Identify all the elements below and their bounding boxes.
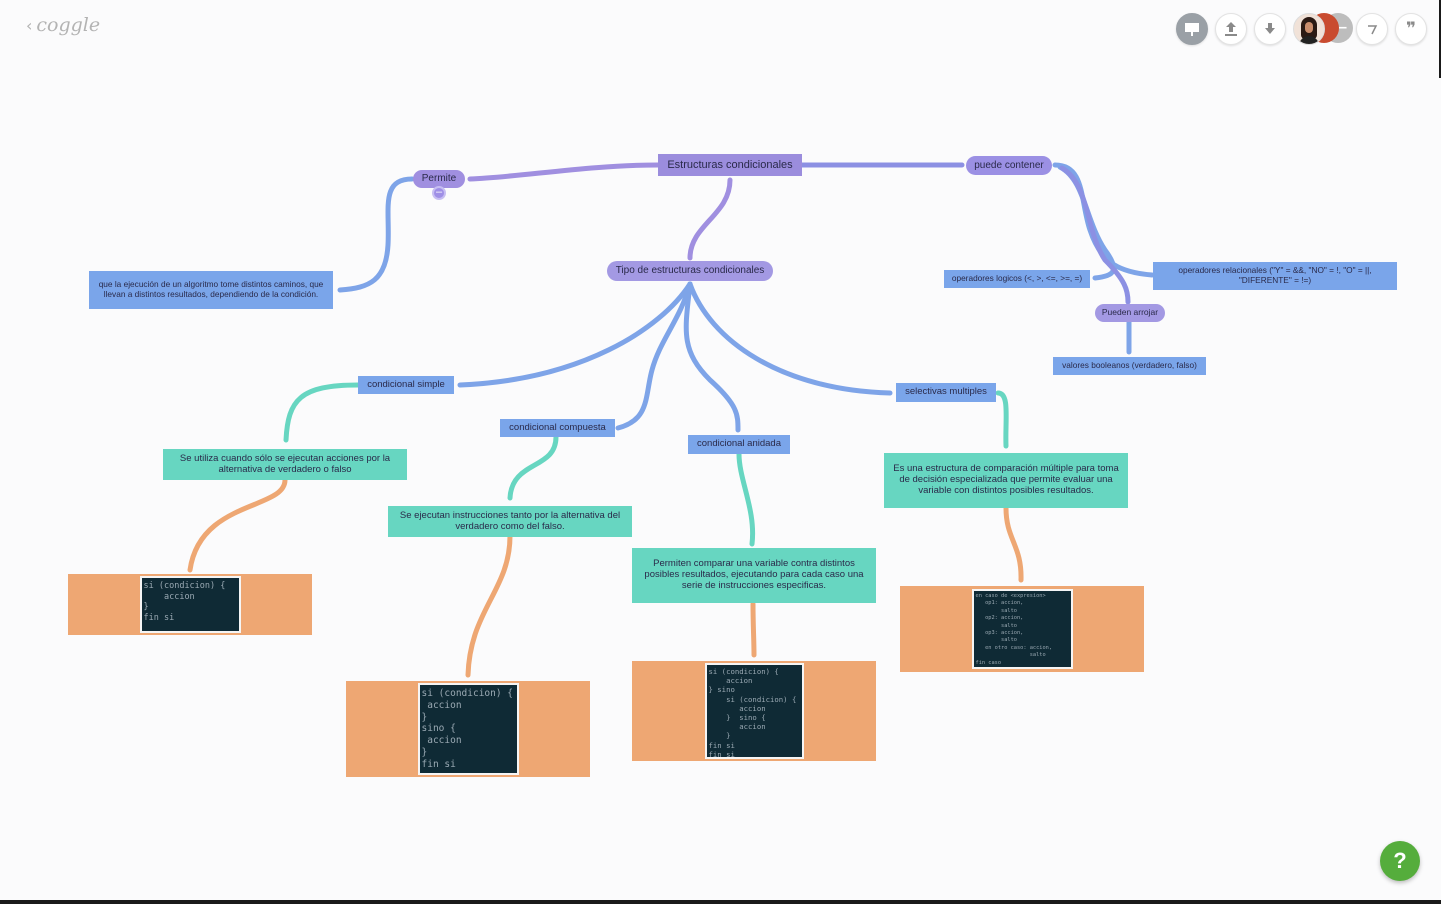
history-button[interactable]	[1356, 13, 1388, 45]
branch-multiples-desc	[995, 390, 1009, 449]
node-multiples-desc[interactable]: Es una estructura de comparación múltipl…	[884, 453, 1128, 508]
branch-puede-arrojar	[1059, 165, 1131, 305]
node-root[interactable]: Estructuras condicionales	[658, 154, 802, 176]
node-tipo[interactable]: Tipo de estructuras condicionales	[607, 261, 773, 281]
node-compuesta-desc[interactable]: Se ejecutan instrucciones tanto por la a…	[388, 506, 632, 537]
chevron-left-icon: ‹	[26, 15, 33, 35]
app-logo: coggle	[36, 14, 101, 36]
collapse-toggle[interactable]: –	[432, 186, 446, 200]
node-pueden-arrojar[interactable]: Pueden arrojar	[1095, 304, 1165, 322]
node-condicional-anidada[interactable]: condicional anidada	[688, 435, 790, 454]
coggle-logo-back[interactable]: ‹ coggle	[26, 14, 100, 36]
collaborators[interactable]: –	[1293, 13, 1353, 45]
history-icon	[1368, 25, 1378, 35]
node-multiples-code[interactable]: en caso de <expresion> op1: accion, salt…	[900, 586, 1144, 672]
toolbar: – ❞	[1176, 13, 1427, 45]
branch-simple-code	[187, 477, 288, 573]
branch-tipo-compuesta	[615, 281, 693, 431]
node-anidada-desc[interactable]: Permiten comparar una variable contra di…	[632, 548, 876, 603]
quote-icon: ❞	[1406, 19, 1416, 39]
branch-anidada-code	[750, 601, 757, 658]
node-operadores-relacionales[interactable]: operadores relacionales ("Y" = &&, "NO" …	[1153, 262, 1397, 290]
branch-permite-desc	[337, 176, 415, 293]
branch-anidada-desc	[736, 451, 756, 547]
branch-compuesta-desc	[507, 434, 559, 501]
branch-tipo-multiples	[687, 281, 893, 396]
node-operadores-logicos[interactable]: operadores logicos (<, >, <=, >=, =)	[944, 270, 1090, 288]
branch-multiples-code	[1003, 505, 1024, 583]
node-anidada-code[interactable]: si (condicion) { accion } sino si (condi…	[632, 661, 876, 761]
code-block: en caso de <expresion> op1: accion, salt…	[971, 589, 1073, 669]
window-edge	[1439, 0, 1441, 78]
node-condicional-compuesta[interactable]: condicional compuesta	[500, 419, 615, 437]
branch-root-permite	[467, 162, 661, 182]
branch-tipo-simple	[457, 281, 693, 388]
branch-root-tipo	[687, 177, 733, 261]
code-block: si (condicion) { accion } sino si (condi…	[704, 663, 804, 759]
branch-tipo-anidada	[683, 281, 741, 433]
node-puede-contener[interactable]: puede contener	[966, 156, 1052, 175]
node-simple-desc[interactable]: Se utiliza cuando sólo se ejecutan accio…	[163, 449, 407, 480]
node-selectivas-multiples[interactable]: selectivas multiples	[896, 383, 996, 402]
upload-icon	[1225, 22, 1237, 36]
presentation-icon	[1185, 23, 1199, 36]
node-condicional-simple[interactable]: condicional simple	[358, 376, 454, 394]
comments-button[interactable]: ❞	[1395, 13, 1427, 45]
node-permite-desc[interactable]: que la ejecución de un algoritmo tome di…	[89, 271, 333, 309]
window-edge	[0, 900, 1441, 904]
node-compuesta-code[interactable]: si (condicion) { accion } sino { accion …	[346, 681, 590, 777]
node-permite[interactable]: Permite	[413, 170, 465, 188]
node-valores-booleanos[interactable]: valores booleanos (verdadero, falso)	[1053, 357, 1206, 375]
download-button[interactable]	[1254, 13, 1286, 45]
code-block: si (condicion) { accion } sino { accion …	[417, 683, 519, 775]
avatar[interactable]	[1293, 13, 1325, 45]
branch-compuesta-code	[465, 533, 513, 678]
download-icon	[1265, 23, 1275, 34]
present-button[interactable]	[1176, 13, 1208, 45]
share-button[interactable]	[1215, 13, 1247, 45]
branch-simple-desc	[283, 382, 361, 443]
node-simple-code[interactable]: si (condicion) { accion } fin si	[68, 574, 312, 635]
code-block: si (condicion) { accion } fin si	[139, 576, 241, 633]
help-button[interactable]: ?	[1380, 841, 1420, 881]
